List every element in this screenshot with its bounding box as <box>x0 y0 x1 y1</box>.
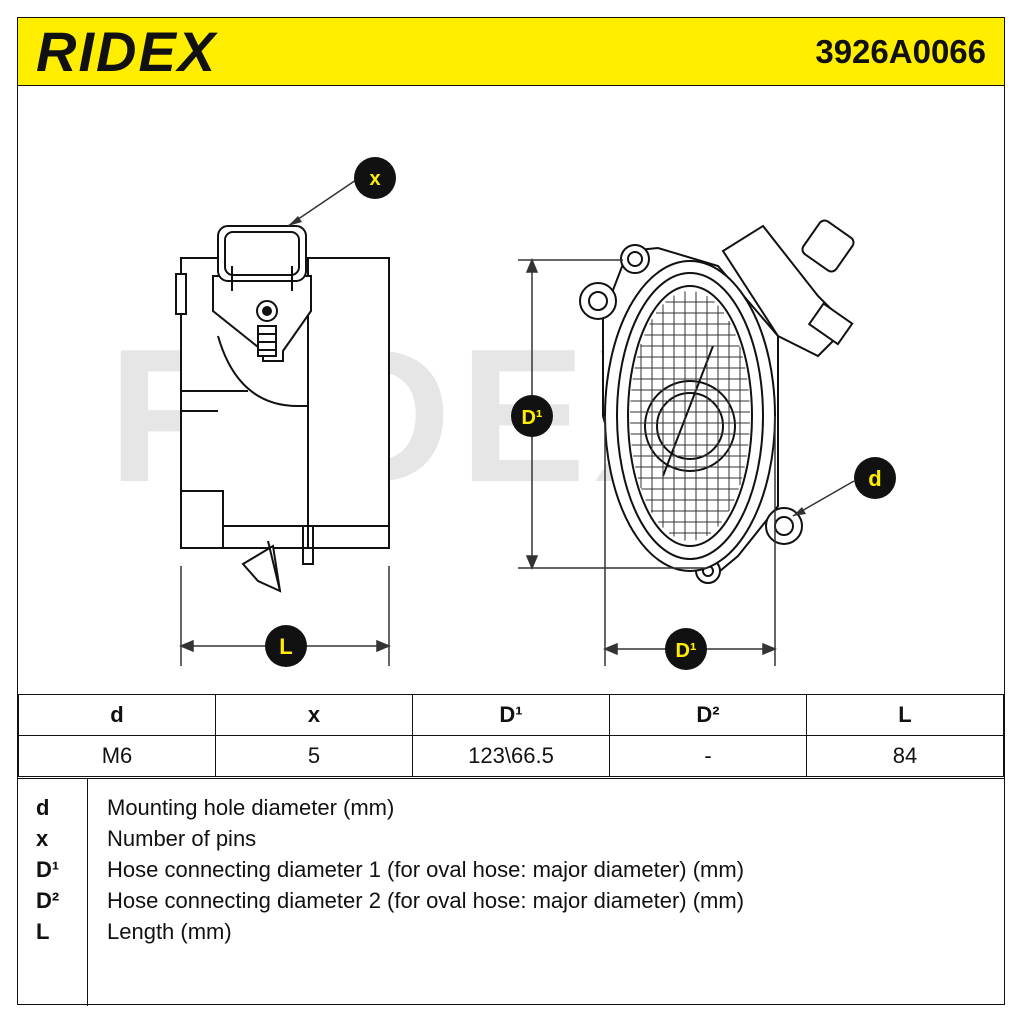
drawing-canvas: RIDEX <box>108 157 896 670</box>
technical-drawing: RIDEX <box>18 86 1004 694</box>
specs-value-cell: - <box>609 735 807 777</box>
callout-D1-horizontal-label: D¹ <box>675 640 696 662</box>
product-sheet: RIDEX 3926A0066 RIDEX <box>17 17 1005 1006</box>
legend-description: Number of pins <box>107 826 257 851</box>
legend-item: x Number of pins <box>18 826 1004 857</box>
legend-description: Length (mm) <box>107 919 232 944</box>
specs-header-cell: D² <box>609 694 807 736</box>
callout-D1-horizontal: D¹ <box>665 628 707 670</box>
callout-x: x <box>354 157 396 199</box>
specs-value-cell: 84 <box>806 735 1004 777</box>
header-bar: RIDEX 3926A0066 <box>18 18 1004 86</box>
legend-item: D² Hose connecting diameter 2 (for oval … <box>18 888 1004 919</box>
callout-D1-vertical: D¹ <box>511 395 553 437</box>
d1-horizontal-dimension <box>603 416 777 666</box>
legend-item: D¹ Hose connecting diameter 1 (for oval … <box>18 857 1004 888</box>
callout-x-label: x <box>369 168 380 190</box>
legend-description: Hose connecting diameter 2 (for oval hos… <box>107 888 745 913</box>
legend-description: Mounting hole diameter (mm) <box>107 795 395 820</box>
legend-symbol: D² <box>36 888 60 913</box>
legend-item: L Length (mm) <box>18 919 1004 950</box>
brand-logo: RIDEX <box>36 20 218 83</box>
callout-L-label: L <box>279 634 292 659</box>
legend-symbol: D¹ <box>36 857 60 882</box>
part-number: 3926A0066 <box>815 33 986 70</box>
front-view <box>579 219 855 584</box>
specs-value-row: M6 5 123\66.5 - 84 <box>18 735 1004 777</box>
callout-d: d <box>854 457 896 499</box>
specs-header-cell: L <box>806 694 1004 736</box>
legend-divider <box>87 779 88 1006</box>
callout-L: L <box>265 625 307 667</box>
specs-header-cell: D¹ <box>412 694 610 736</box>
specs-value-cell: 123\66.5 <box>412 735 610 777</box>
legend-description: Hose connecting diameter 1 (for oval hos… <box>107 857 745 882</box>
side-view <box>175 225 390 593</box>
specs-header-row: d x D¹ D² L <box>18 694 1004 736</box>
specs-table: d x D¹ D² L M6 5 123\66.5 - 84 <box>18 694 1004 777</box>
specs-value-cell: M6 <box>18 735 216 777</box>
legend-symbol: x <box>36 826 49 851</box>
specs-value-cell: 5 <box>215 735 413 777</box>
callout-d-label: d <box>868 466 881 491</box>
callout-D1-vertical-label: D¹ <box>521 407 542 429</box>
specs-header-cell: d <box>18 694 216 736</box>
legend-symbol: d <box>36 795 50 820</box>
legend-symbol: L <box>36 919 50 944</box>
mesh-grid <box>630 291 750 541</box>
legend: d Mounting hole diameter (mm) x Number o… <box>18 778 1004 1006</box>
legend-item: d Mounting hole diameter (mm) <box>18 795 1004 826</box>
specs-header-cell: x <box>215 694 413 736</box>
